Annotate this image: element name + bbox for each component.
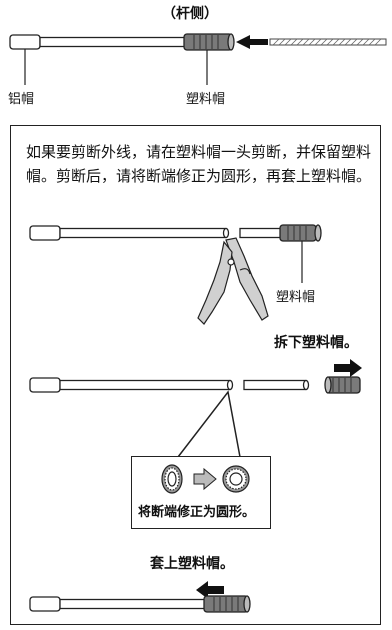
oval-end-icon xyxy=(161,464,183,494)
instruction-text: 如果要剪断外线，请在塑料帽一头剪断，并保留塑料帽。剪断后，请将断端修正为圆形，再… xyxy=(26,143,372,185)
step-reshape-label: 将断端修正为圆形。 xyxy=(138,505,256,520)
step-reattach-label: 套上塑料帽。 xyxy=(150,556,234,572)
insert-arrow xyxy=(236,35,268,49)
outer-casing xyxy=(39,36,189,48)
reshape-callout: 将断端修正为圆形。 xyxy=(131,456,271,529)
plastic-cap-label: 塑料帽 xyxy=(186,92,226,107)
plastic-cap xyxy=(183,33,233,51)
separated-cable xyxy=(29,376,361,394)
cap-end xyxy=(227,33,235,51)
step-remove-label: 拆下塑料帽。 xyxy=(274,335,358,351)
cable-cutter-icon xyxy=(197,237,269,325)
aluminum-cap-left xyxy=(9,34,41,50)
reshape-arrow-icon xyxy=(193,467,217,491)
attach-arrow xyxy=(196,581,224,599)
inner-wire xyxy=(269,38,387,46)
callout-pointer xyxy=(177,390,241,458)
top-cable xyxy=(9,33,235,51)
aluminum-cap-label: 铝帽 xyxy=(8,92,35,107)
finished-cable xyxy=(29,595,251,613)
remove-arrow xyxy=(334,359,362,377)
instruction-panel xyxy=(10,125,381,625)
plastic-cap-ribs xyxy=(193,35,219,49)
round-end-icon xyxy=(222,465,250,493)
reshape-diagram xyxy=(161,464,250,494)
cut-cable xyxy=(29,224,322,242)
cut-plastic-cap-label: 塑料帽 xyxy=(276,290,316,305)
side-label: （杆侧） xyxy=(162,6,218,22)
